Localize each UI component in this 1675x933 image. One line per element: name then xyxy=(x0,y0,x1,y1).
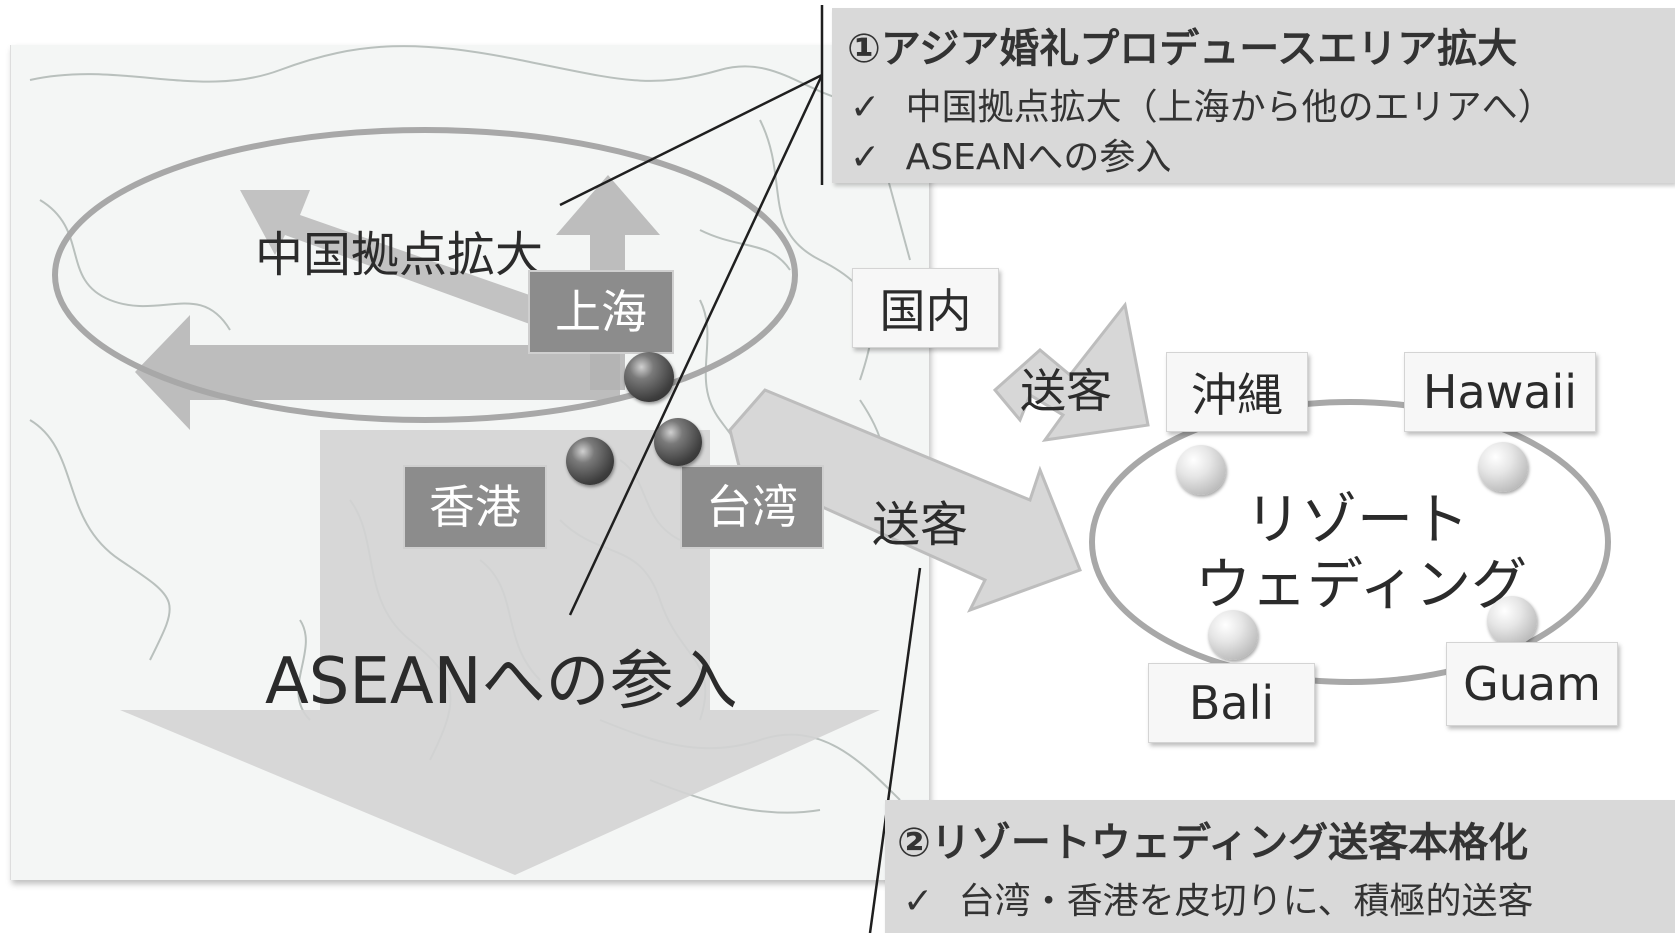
hongkong-label: 香港 xyxy=(403,465,547,549)
check-icon: ✓ xyxy=(850,87,881,128)
send-customers-label-lower: 送客 xyxy=(872,497,969,553)
callout-asia-expansion: ①アジア婚礼プロデュースエリア拡大 ✓ 中国拠点拡大（上海から他のエリアへ） ✓… xyxy=(832,8,1675,183)
china-ellipse xyxy=(52,127,798,423)
check-icon: ✓ xyxy=(850,137,881,178)
check-icon: ✓ xyxy=(903,881,934,922)
okinawa-label: 沖縄 xyxy=(1166,352,1308,432)
send-customers-label-upper: 送客 xyxy=(1020,364,1112,418)
guam-dot xyxy=(1487,596,1537,646)
resort-wedding-title-line2: ウェディング xyxy=(1195,553,1528,618)
taiwan-dot xyxy=(654,418,702,466)
guam-label: Guam xyxy=(1446,642,1618,726)
hongkong-dot xyxy=(566,437,614,485)
okinawa-dot xyxy=(1176,445,1226,495)
china-arrow-west xyxy=(135,315,620,430)
callout-1-bullet-1: ✓ 中国拠点拡大（上海から他のエリアへ） xyxy=(850,87,1554,128)
taiwan-label: 台湾 xyxy=(680,465,824,549)
bali-label: Bali xyxy=(1148,663,1315,743)
callout-2-bullet-1: ✓ 台湾・香港を皮切りに、積極的送客 xyxy=(903,881,1534,922)
callout-resort-wedding: ②リゾートウェディング送客本格化 ✓ 台湾・香港を皮切りに、積極的送客 xyxy=(885,800,1675,933)
resort-wedding-title-line1: リゾート xyxy=(1245,488,1469,553)
send-arrow-domestic xyxy=(992,301,1150,442)
bali-dot xyxy=(1208,610,1258,660)
hawaii-label: Hawaii xyxy=(1404,352,1596,432)
resort-ellipse xyxy=(1089,399,1611,685)
china-expansion-label: 中国拠点拡大 xyxy=(255,227,544,283)
hawaii-dot xyxy=(1478,442,1528,492)
asean-entry-label: ASEANへの参入 xyxy=(265,645,738,719)
leader-lines xyxy=(559,5,922,933)
domestic-label: 国内 xyxy=(852,268,999,348)
shanghai-label: 上海 xyxy=(528,270,674,354)
callout-1-title: ①アジア婚礼プロデュースエリア拡大 xyxy=(847,26,1518,72)
callout-1-bullet-2: ✓ ASEANへの参入 xyxy=(850,137,1172,178)
shanghai-dot xyxy=(624,352,674,402)
callout-2-title: ②リゾートウェディング送客本格化 xyxy=(897,820,1529,866)
